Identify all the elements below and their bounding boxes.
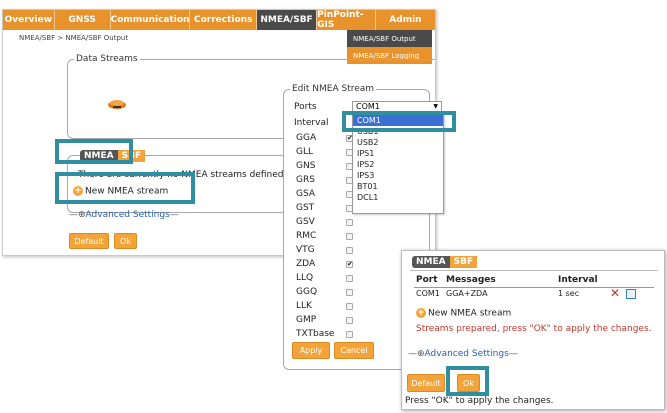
message-checkbox[interactable] (346, 219, 353, 226)
delete-icon[interactable]: ✕ (610, 286, 621, 300)
dropdown-option[interactable]: DCL1 (357, 193, 379, 202)
popup-new-stream-label: New NMEA stream (428, 308, 512, 319)
receiver-icon (107, 95, 127, 109)
highlight-com1-option (342, 111, 456, 132)
submenu-nmea-sbf-logging[interactable]: NMEA/SBF Logging (353, 51, 420, 60)
ports-value: COM1 (356, 102, 380, 111)
dropdown-option[interactable]: BT01 (357, 182, 378, 191)
highlight-ok-button (446, 366, 489, 396)
message-checkbox[interactable] (346, 247, 353, 254)
message-list: GGA ✔ GLL GNS GRS GSA GST GSV RMC VTG ZD… (285, 130, 425, 340)
message-checkbox[interactable] (346, 303, 353, 310)
message-checkbox[interactable] (346, 317, 353, 324)
message-checkbox[interactable] (346, 233, 353, 240)
message-checkbox[interactable] (346, 331, 353, 338)
nav-gnss[interactable]: GNSS (55, 10, 111, 30)
message-label: GST (296, 203, 315, 213)
advanced-settings-toggle[interactable]: —⊕Advanced Settings— (69, 210, 179, 220)
interval-label: Interval (294, 118, 329, 128)
message-label: GNS (296, 161, 316, 171)
confirmation-panel: NMEA SBF Port Messages Interval COM1 GGA… (401, 250, 665, 410)
message-checkbox[interactable] (346, 289, 353, 296)
popup-new-nmea-stream-link[interactable]: +New NMEA stream (416, 308, 511, 319)
message-label: LLK (296, 301, 312, 311)
message-label: GGA (296, 133, 317, 143)
highlight-new-stream (55, 172, 195, 204)
col-header-interval: Interval (558, 275, 598, 285)
apply-button[interactable]: Apply (292, 342, 330, 359)
row-interval: 1 sec (558, 289, 580, 298)
message-label: GSV (296, 217, 315, 227)
cancel-button[interactable]: Cancel (334, 342, 374, 359)
popup-tab-group: NMEA SBF (412, 256, 478, 268)
data-streams-legend: Data Streams (76, 54, 138, 64)
message-label: LLQ (296, 273, 314, 283)
nav-communication[interactable]: Communication (111, 10, 191, 30)
popup-default-button[interactable]: Default (407, 374, 445, 392)
message-checkbox[interactable]: ✔ (346, 260, 353, 268)
edit-icon[interactable] (626, 289, 636, 299)
top-navbar: Overview GNSS Communication Corrections … (3, 10, 435, 30)
message-label: GRS (296, 175, 315, 185)
dropdown-arrow-icon: ▼ (433, 103, 438, 110)
message-checkbox[interactable] (346, 275, 353, 282)
message-label: GLL (296, 147, 314, 157)
expand-icon: —⊕ (69, 210, 86, 220)
col-header-messages: Messages (446, 275, 496, 285)
col-header-port: Port (416, 275, 438, 285)
nav-corrections[interactable]: Corrections (190, 10, 257, 30)
breadcrumb: NMEA/SBF > NMEA/SBF Output (19, 34, 129, 42)
message-label: GMP (296, 315, 317, 325)
dropdown-option[interactable]: IPS1 (357, 149, 375, 158)
message-label: TXTbase (296, 329, 335, 339)
tab-nmea[interactable]: NMEA (80, 150, 118, 162)
row-port: COM1 (416, 289, 440, 298)
submenu-nmea-sbf-output[interactable]: NMEA/SBF Output (347, 30, 432, 47)
dropdown-option[interactable]: USB2 (357, 138, 379, 147)
popup-tab-sbf[interactable]: SBF (449, 256, 478, 268)
dropdown-option[interactable]: COM1 (353, 115, 443, 126)
message-label: VTG (296, 245, 315, 255)
ports-label: Ports (294, 102, 317, 112)
table-row: COM1 GGA+ZDA 1 sec ✕ (414, 286, 654, 300)
edit-nmea-legend: Edit NMEA Stream (292, 84, 375, 94)
header-divider (414, 287, 654, 288)
nav-pinpoint-gis[interactable]: PinPoint-GIS (317, 10, 376, 30)
new-nmea-stream-link[interactable]: +New NMEA stream (73, 186, 168, 197)
message-label: RMC (296, 231, 317, 241)
advanced-settings-label: Advanced Settings (85, 210, 170, 220)
popup-ok-button[interactable]: Ok (457, 374, 480, 392)
nmea-submenu: NMEA/SBF Output NMEA/SBF Logging (347, 30, 432, 64)
popup-advanced-label: Advanced Settings (424, 349, 509, 359)
popup-advanced-settings-toggle[interactable]: —⊕Advanced Settings— (408, 349, 518, 359)
highlight-tabs (55, 139, 133, 164)
nav-overview[interactable]: Overview (3, 10, 55, 30)
warning-message: Streams prepared, press "OK" to apply th… (416, 324, 652, 334)
dropdown-option[interactable]: IPS3 (357, 171, 375, 180)
message-label: ZDA (296, 259, 316, 269)
expand-icon: —⊕ (408, 349, 425, 359)
data-streams-panel: Data Streams (67, 54, 435, 139)
dropdown-option[interactable]: IPS2 (357, 160, 375, 169)
message-label: GGQ (296, 287, 318, 297)
popup-tab-nmea[interactable]: NMEA (412, 256, 450, 268)
new-stream-label: New NMEA stream (85, 186, 169, 197)
ok-button[interactable]: Ok (114, 233, 137, 249)
status-message: Press "OK" to apply the changes. (405, 396, 554, 406)
divider (410, 270, 658, 271)
nav-nmea-sbf[interactable]: NMEA/SBF (256, 10, 318, 30)
add-icon: + (73, 186, 83, 196)
row-messages: GGA+ZDA (446, 289, 488, 298)
default-button[interactable]: Default (69, 233, 109, 249)
nav-admin[interactable]: Admin (389, 15, 422, 25)
message-label: GSA (296, 189, 316, 199)
add-icon: + (416, 308, 426, 318)
